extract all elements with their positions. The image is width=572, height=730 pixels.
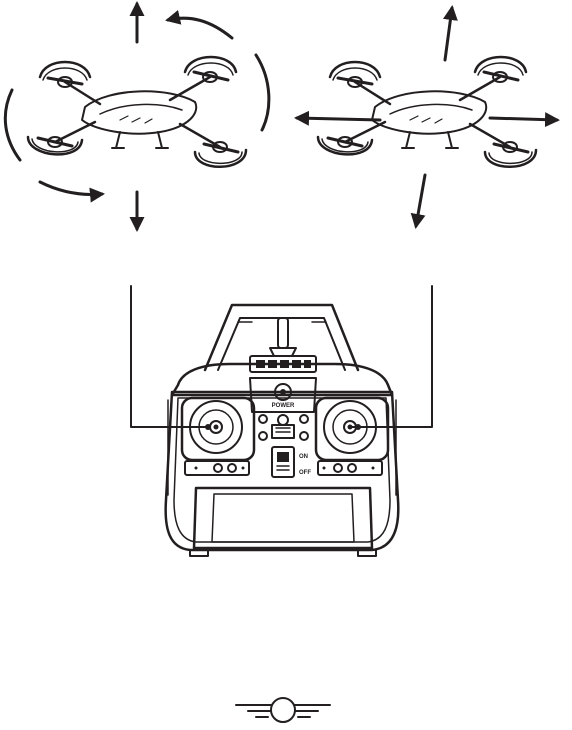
drone-front-view-icon <box>236 698 330 722</box>
left-drone-group <box>5 4 269 229</box>
right-stick <box>355 424 361 430</box>
switch-off-label: OFF <box>299 470 311 476</box>
orbit-arc-right <box>256 55 269 130</box>
power-label: POWER <box>272 403 295 409</box>
orbit-arc-left <box>5 90 20 160</box>
left-arrow <box>297 118 380 120</box>
backward-arrow <box>416 175 425 226</box>
right-connector-line <box>350 286 432 427</box>
left-connector-line <box>131 286 208 427</box>
switch-on-label: ON <box>299 454 308 460</box>
rotate-right-arrow <box>40 182 102 195</box>
forward-arrow <box>445 8 452 60</box>
quadcopter-drone-icon <box>28 57 246 167</box>
remote-controller-icon: POWER ON OFF <box>166 305 399 556</box>
right-drone-group <box>297 8 557 226</box>
left-stick <box>205 424 211 430</box>
quadcopter-drone-icon <box>318 57 536 167</box>
right-arrow <box>490 118 557 120</box>
rotate-left-arrow <box>168 18 232 38</box>
battery-compartment <box>194 488 372 548</box>
